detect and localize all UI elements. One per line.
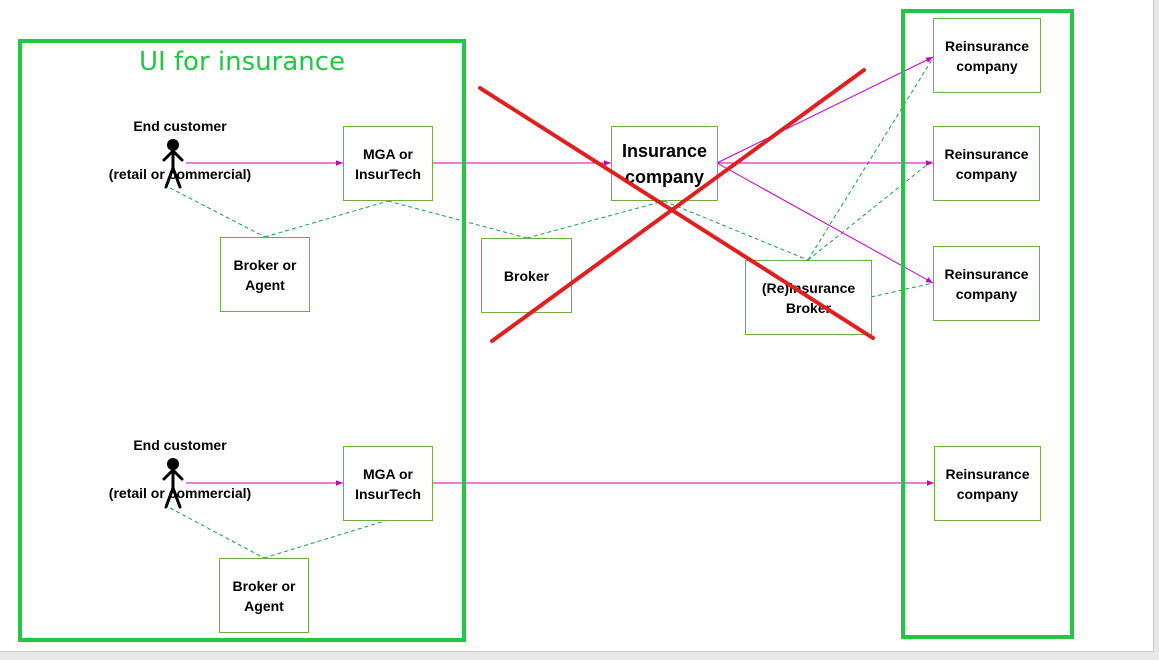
dashed-link xyxy=(807,57,934,261)
end-customer-label-bottom: End customer (retail or commercial) xyxy=(90,409,270,529)
broker-box[interactable]: Broker xyxy=(481,238,572,313)
end-customer-label-top: End customer (retail or commercial) xyxy=(90,90,270,210)
reinsurance-frame xyxy=(901,9,1074,639)
dashed-link xyxy=(263,519,389,559)
person-icon xyxy=(162,139,184,189)
ui-title: UI for insurance xyxy=(138,47,346,77)
reinsurance-company-box[interactable]: Reinsurance company xyxy=(934,446,1041,521)
reinsurance-company-box[interactable]: Reinsurance company xyxy=(933,246,1040,321)
dashed-link xyxy=(169,187,266,238)
dashed-link xyxy=(663,200,809,261)
end-customer-name: End customer xyxy=(133,118,227,134)
end-customer-name: End customer xyxy=(133,437,227,453)
dashed-link xyxy=(264,200,389,238)
reinsurance-broker-box[interactable]: (Re)insurance Broker xyxy=(745,260,872,335)
broker-agent-box-bottom[interactable]: Broker or Agent xyxy=(219,558,309,633)
mga-box-bottom[interactable]: MGA or InsurTech xyxy=(343,446,433,521)
end-customer-type: (retail or commercial) xyxy=(108,485,252,501)
dashed-link xyxy=(169,507,265,559)
person-icon xyxy=(162,458,184,509)
broker-agent-box-top[interactable]: Broker or Agent xyxy=(220,237,310,312)
end-customer-type: (retail or commercial) xyxy=(108,166,252,182)
reinsurance-company-box[interactable]: Reinsurance company xyxy=(933,126,1040,201)
insurance-company-box[interactable]: Insurance company xyxy=(611,126,718,201)
mga-box-top[interactable]: MGA or InsurTech xyxy=(343,126,433,201)
dashed-link xyxy=(526,200,665,239)
ui-insurance-frame xyxy=(18,39,466,642)
reinsurance-company-box[interactable]: Reinsurance company xyxy=(933,18,1041,93)
